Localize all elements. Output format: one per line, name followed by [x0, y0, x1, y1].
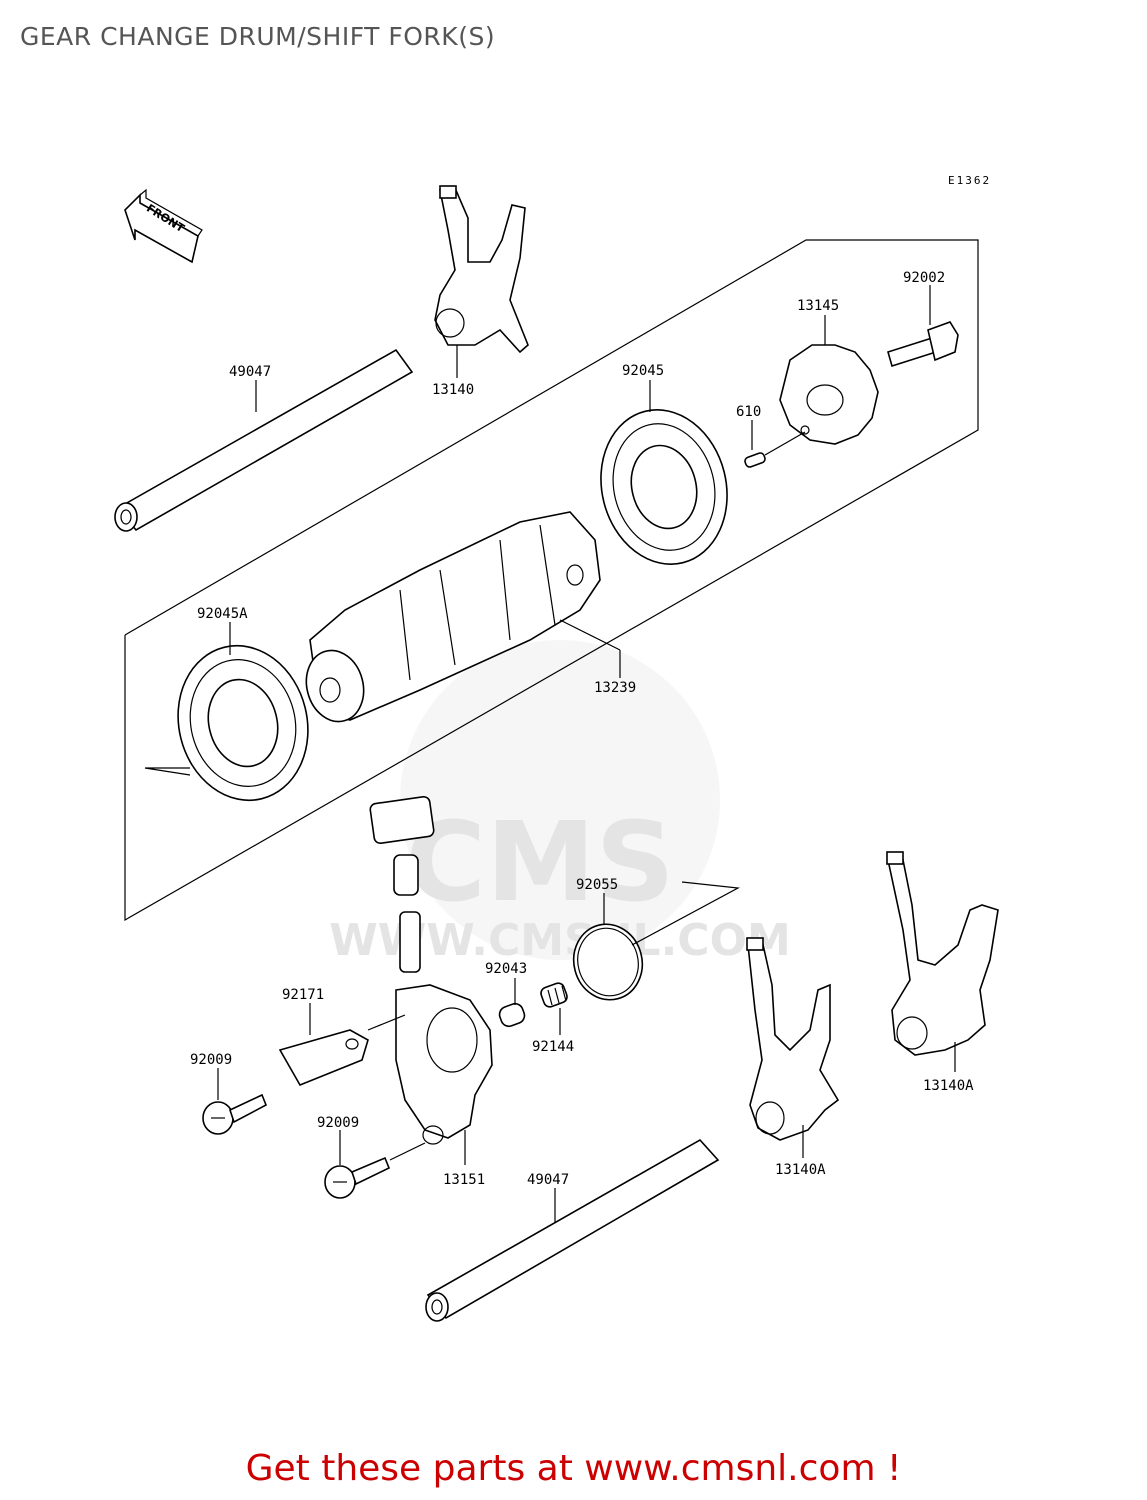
label-92009-left: 92009 — [190, 1052, 232, 1068]
label-13140A-middle: 13140A — [775, 1162, 826, 1178]
shift-fork-lower-right — [886, 851, 999, 1056]
drum-pin-plate — [779, 344, 879, 445]
front-arrow-icon: FRONT — [124, 188, 203, 264]
label-92045A: 92045A — [197, 606, 248, 622]
label-49047-upper: 49047 — [229, 364, 271, 380]
spring — [540, 982, 568, 1008]
label-92002: 92002 — [903, 270, 945, 286]
switch-housing — [395, 984, 493, 1145]
pin — [498, 1002, 526, 1028]
shift-rod-upper — [114, 348, 414, 532]
assembly-frame — [124, 239, 979, 922]
screw-left — [202, 1093, 268, 1135]
bearing-left — [144, 644, 309, 802]
clamp — [278, 1029, 369, 1087]
neutral-switch-contact — [369, 795, 435, 973]
screw-lower — [324, 1156, 391, 1199]
label-92144: 92144 — [532, 1039, 574, 1055]
cmsnl-footer-link[interactable]: Get these parts at www.cmsnl.com ! — [245, 1448, 902, 1489]
label-13140A-right: 13140A — [923, 1078, 974, 1094]
label-92043: 92043 — [485, 961, 527, 977]
shift-fork-upper — [434, 185, 529, 354]
label-92055: 92055 — [576, 877, 618, 893]
o-ring — [572, 923, 644, 1001]
gear-change-drum — [305, 511, 601, 723]
watermark-url-text: WWW.CMSNL.COM — [329, 915, 791, 966]
label-13239: 13239 — [594, 680, 636, 696]
bearing-right — [600, 409, 728, 565]
page-title: GEAR CHANGE DRUM/SHIFT FORK(S) — [20, 22, 496, 51]
label-13151: 13151 — [443, 1172, 485, 1188]
label-13145: 13145 — [797, 298, 839, 314]
shift-fork-lower-middle — [746, 937, 840, 1141]
watermark-logo-text: CMS — [405, 798, 674, 926]
label-610: 610 — [736, 404, 761, 420]
shift-rod-lower — [425, 1138, 720, 1322]
label-92009-lower: 92009 — [317, 1115, 359, 1131]
watermark: CMS WWW.CMSNL.COM — [329, 640, 791, 966]
label-92171: 92171 — [282, 987, 324, 1003]
bolt-upper — [887, 321, 959, 368]
label-13140: 13140 — [432, 382, 474, 398]
label-92045: 92045 — [622, 363, 664, 379]
diagram-code: E1362 — [948, 174, 991, 187]
dowel-pin — [744, 452, 766, 468]
label-49047-lower: 49047 — [527, 1172, 569, 1188]
